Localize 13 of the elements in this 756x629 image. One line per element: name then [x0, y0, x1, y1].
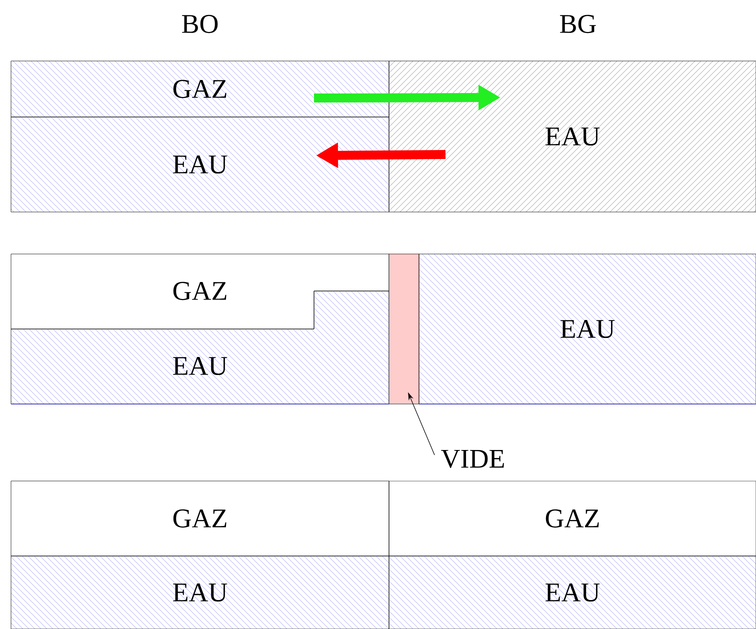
water-layer: EAU	[388, 60, 756, 212]
gas-layer: GAZ	[10, 60, 390, 118]
gas-layer: GAZ	[10, 254, 390, 330]
gas-layer: GAZ	[10, 480, 390, 556]
column-label: BO	[182, 14, 218, 34]
column-label: BG	[560, 14, 596, 34]
callout-label: VIDE	[441, 450, 504, 468]
water-layer: EAU	[388, 556, 756, 629]
water-layer: EAU	[10, 556, 390, 629]
water-layer: EAU	[10, 116, 390, 212]
water-layer: EAU	[418, 254, 756, 404]
void-gap	[388, 254, 420, 404]
gas-layer: GAZ	[388, 480, 756, 556]
